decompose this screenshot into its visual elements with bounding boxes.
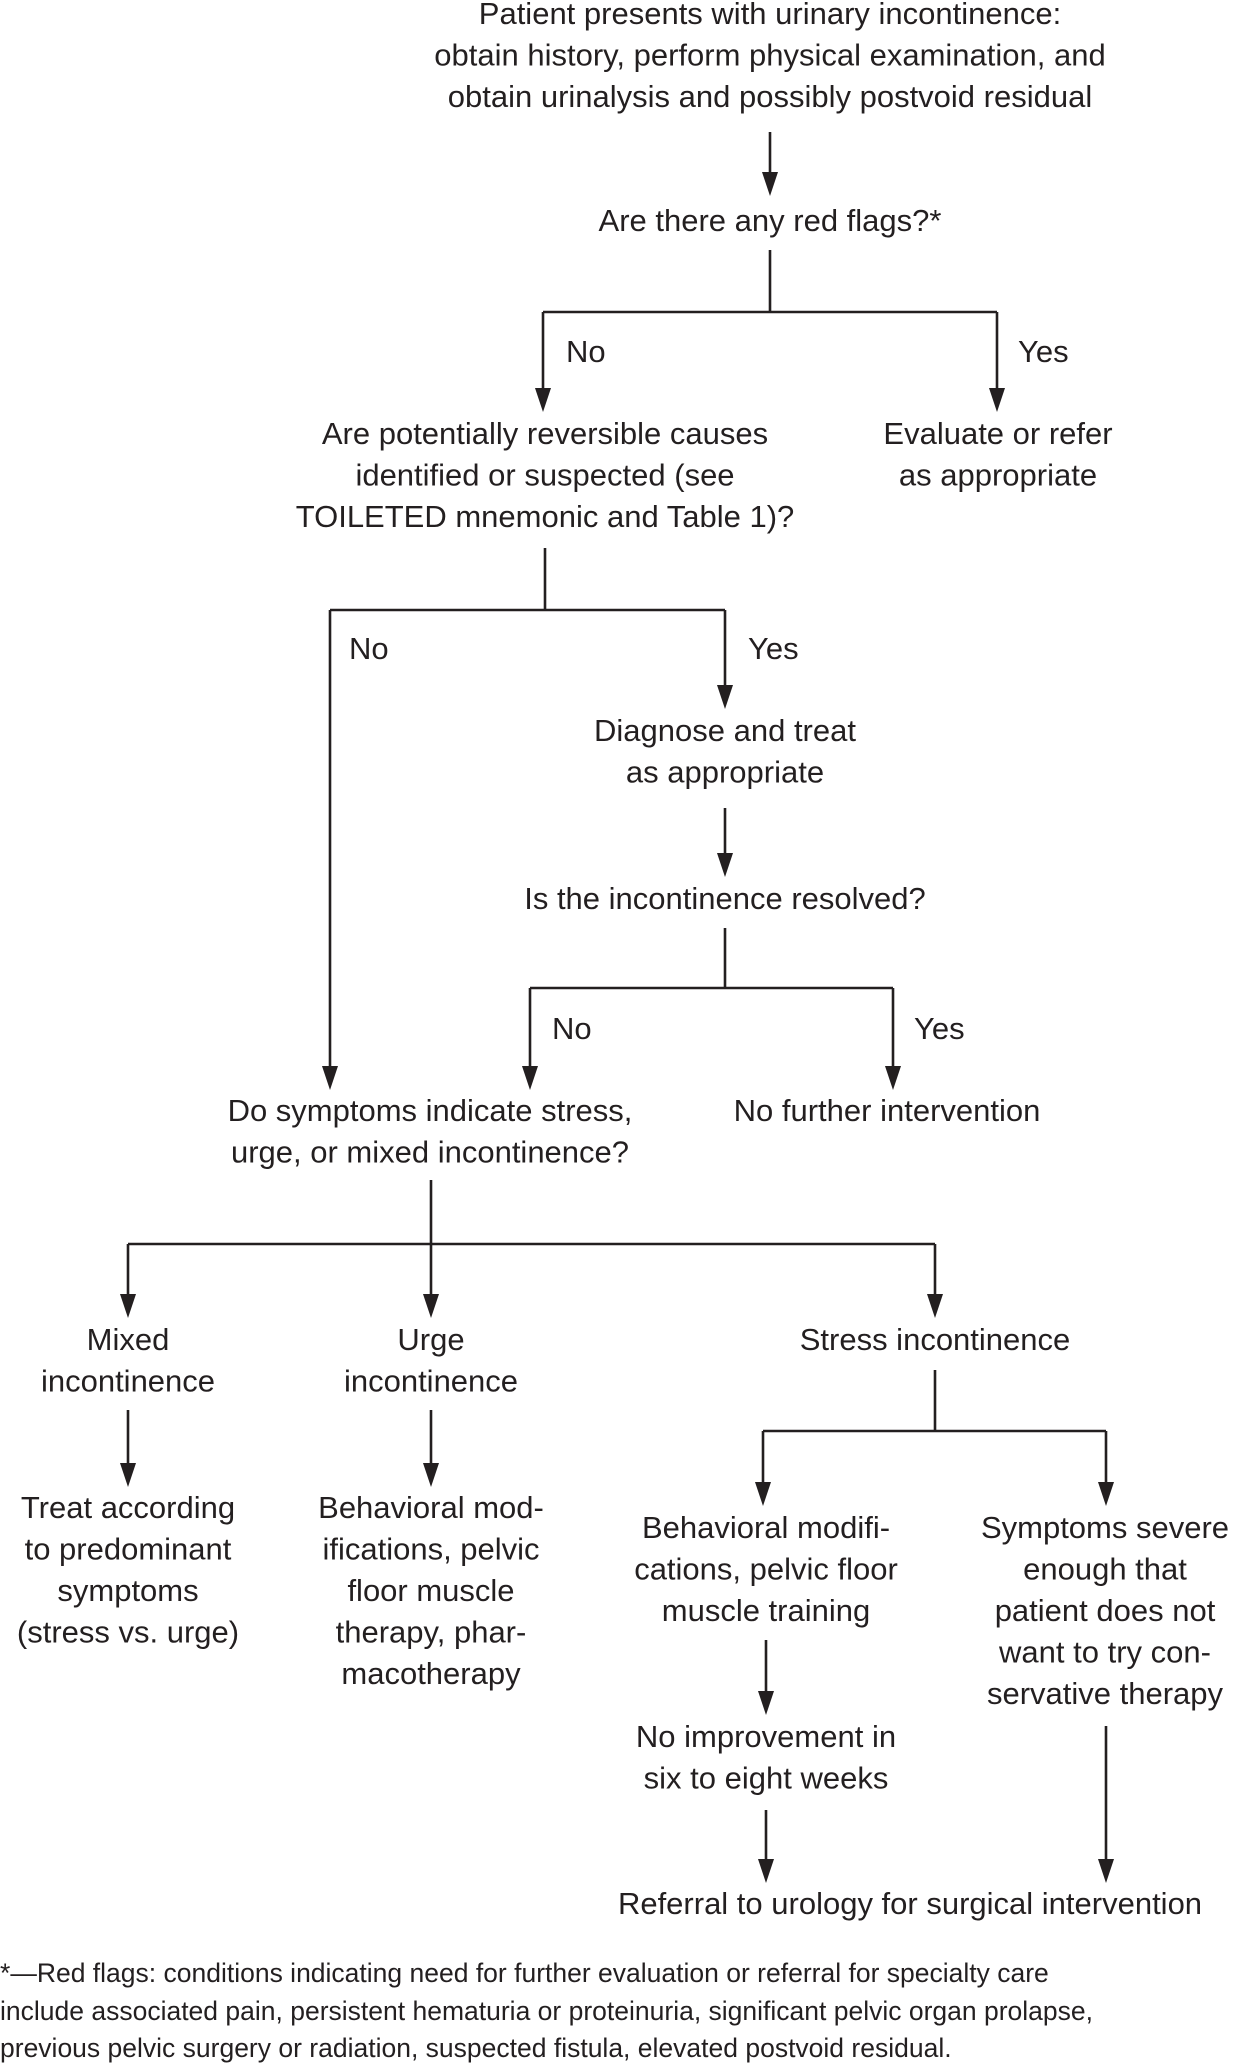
node-symptoms-type: Do symptoms indicate stress, urge, or mix… — [228, 1093, 633, 1170]
node-text-line: six to eight weeks — [644, 1761, 889, 1796]
arrowhead — [989, 388, 1005, 412]
node-text-line: Mixed — [87, 1322, 170, 1357]
node-no-further-intervention: No further intervention — [734, 1093, 1041, 1128]
node-text-line: urge, or mixed incontinence? — [231, 1135, 629, 1170]
node-treat-mixed: Treat according to predominant symptoms (st… — [17, 1490, 239, 1650]
arrowhead — [522, 1066, 538, 1090]
arrowhead — [120, 1463, 136, 1487]
node-text-line: Are there any red flags?* — [599, 203, 942, 238]
node-referral-urology: Referral to urology for surgical interve… — [618, 1886, 1202, 1921]
node-text-line: Treat according — [21, 1490, 235, 1525]
node-text-line: floor muscle — [347, 1573, 514, 1608]
arrowhead — [322, 1066, 338, 1090]
flowchart-arrowheads — [120, 172, 1114, 1883]
node-text-line: Patient presents with urinary incontinen… — [479, 0, 1061, 31]
node-text-line: Behavioral mod- — [318, 1490, 544, 1525]
node-text-line: TOILETED mnemonic and Table 1)? — [296, 499, 795, 534]
node-text-line: obtain urinalysis and possibly postvoid … — [448, 79, 1092, 114]
node-text-line: servative therapy — [987, 1676, 1224, 1711]
arrowhead — [758, 1859, 774, 1883]
node-red-flags: Are there any red flags?* — [599, 203, 942, 238]
label-reversible-no: No — [349, 631, 389, 666]
arrowhead — [120, 1294, 136, 1318]
node-text-line: incontinence — [344, 1364, 518, 1399]
node-text-line: cations, pelvic floor — [634, 1552, 898, 1587]
node-text-line: No improvement in — [636, 1719, 896, 1754]
arrowhead — [535, 388, 551, 412]
footnote-line: previous pelvic surgery or radiation, su… — [0, 2033, 952, 2063]
node-text-line: Do symptoms indicate stress, — [228, 1093, 633, 1128]
node-text-line: symptoms — [57, 1573, 198, 1608]
footnote-line: *—Red flags: conditions indicating need … — [0, 1958, 1049, 1988]
node-urge-incontinence: Urge incontinence — [344, 1322, 518, 1399]
node-text-line: as appropriate — [899, 458, 1097, 493]
node-text-line: (stress vs. urge) — [17, 1615, 239, 1650]
node-behavioral-stress: Behavioral modifi-cations, pelvic floor m… — [634, 1510, 898, 1628]
node-text-line: want to try con- — [998, 1635, 1211, 1670]
node-no-improvement: No improvement in six to eight weeks — [636, 1719, 896, 1796]
node-text-line: patient does not — [995, 1593, 1216, 1628]
node-text-line: Evaluate or refer — [883, 416, 1112, 451]
node-stress-incontinence: Stress incontinence — [800, 1322, 1071, 1357]
arrowhead — [423, 1463, 439, 1487]
node-start: Patient presents with urinary incontinen… — [434, 0, 1105, 114]
node-diagnose-and-treat: Diagnose and treat as appropriate — [594, 713, 856, 790]
node-treat-urge: Behavioral mod-ifications, pelvic floor m… — [318, 1490, 544, 1691]
label-red-flags-no: No — [566, 334, 606, 369]
arrowhead — [1098, 1482, 1114, 1506]
node-text-line: enough that — [1023, 1552, 1187, 1587]
footnote-line: include associated pain, persistent hema… — [0, 1995, 1094, 2026]
node-text-line: macotherapy — [341, 1656, 521, 1691]
node-text-line: as appropriate — [626, 755, 824, 790]
node-text-line: obtain history, perform physical examina… — [434, 38, 1105, 73]
label-reversible-yes: Yes — [748, 631, 799, 666]
node-text-line: to predominant — [25, 1532, 232, 1567]
node-text-line: No further intervention — [734, 1093, 1041, 1128]
arrowhead — [885, 1066, 901, 1090]
arrowhead — [755, 1482, 771, 1506]
arrowhead — [423, 1294, 439, 1318]
node-reversible-causes: Are potentially reversible causes identif… — [296, 416, 795, 534]
arrowhead — [762, 172, 778, 196]
node-text-line: Urge — [397, 1322, 464, 1357]
node-text-line: ifications, pelvic — [322, 1532, 539, 1567]
arrowhead — [758, 1691, 774, 1715]
label-resolved-no: No — [552, 1011, 592, 1046]
node-text-line: Is the incontinence resolved? — [524, 881, 926, 916]
node-text-line: Stress incontinence — [800, 1322, 1071, 1357]
arrowhead — [1098, 1859, 1114, 1883]
footnote: *—Red flags: conditions indicating need … — [0, 1955, 1249, 2068]
node-text-line: Referral to urology for surgical interve… — [618, 1886, 1202, 1921]
node-mixed-incontinence: Mixed incontinence — [41, 1322, 215, 1399]
node-text-line: therapy, phar- — [336, 1615, 527, 1650]
label-red-flags-yes: Yes — [1018, 334, 1069, 369]
flowchart-connectors — [126, 132, 1108, 1863]
node-evaluate-or-refer: Evaluate or refer as appropriate — [883, 416, 1112, 493]
arrowhead — [717, 853, 733, 877]
arrowhead — [717, 685, 733, 709]
node-text-line: incontinence — [41, 1364, 215, 1399]
node-severe-symptoms: Symptoms severe enough that patient does n… — [981, 1510, 1229, 1711]
arrowhead — [927, 1294, 943, 1318]
node-text-line: muscle training — [662, 1593, 870, 1628]
node-incontinence-resolved: Is the incontinence resolved? — [524, 881, 926, 916]
node-text-line: Symptoms severe — [981, 1510, 1229, 1545]
node-text-line: identified or suspected (see — [355, 458, 734, 493]
node-text-line: Are potentially reversible causes — [322, 416, 768, 451]
label-resolved-yes: Yes — [914, 1011, 965, 1046]
node-text-line: Behavioral modifi- — [642, 1510, 890, 1545]
node-text-line: Diagnose and treat — [594, 713, 856, 748]
